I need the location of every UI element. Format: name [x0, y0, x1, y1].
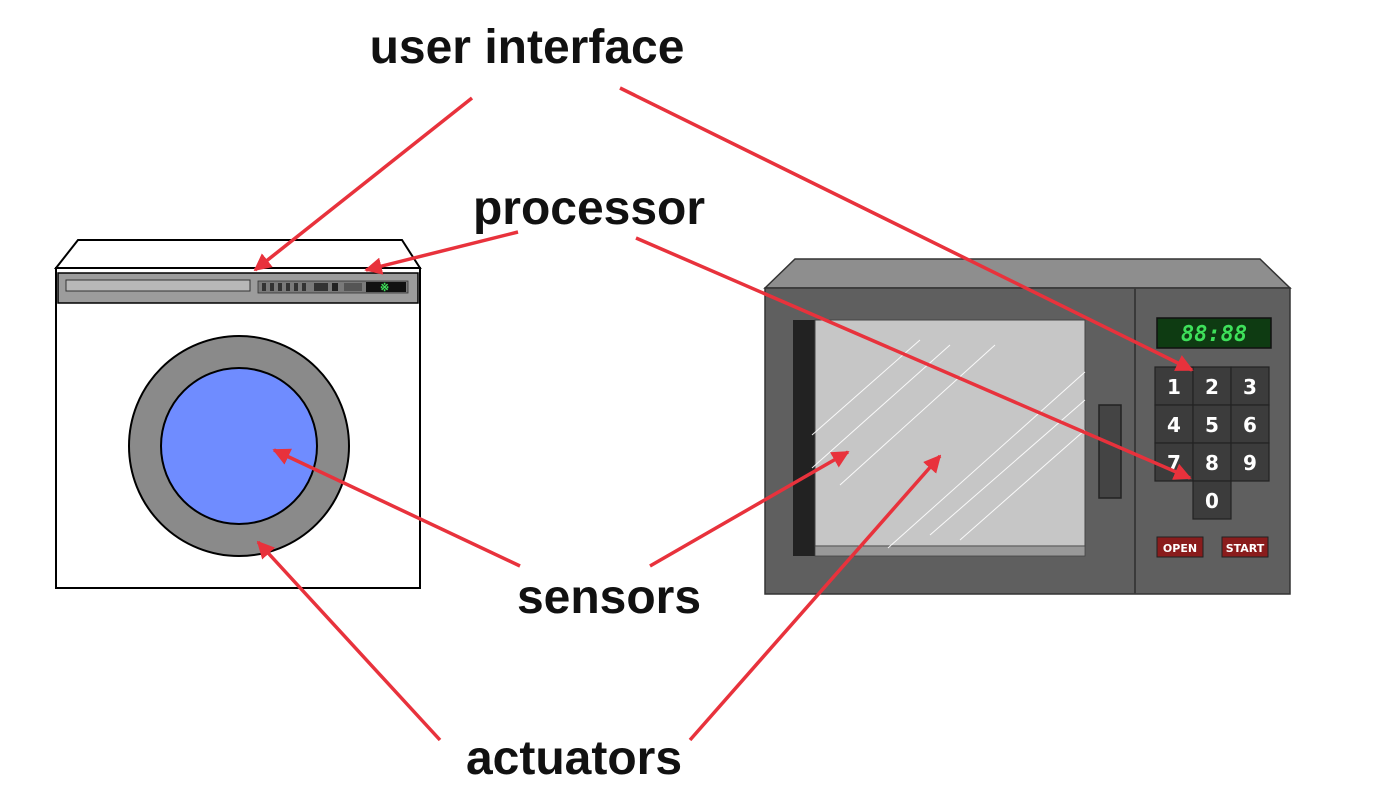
key-label-6: 6: [1243, 413, 1257, 437]
label-actuators: actuators: [466, 732, 682, 785]
washing-machine: ※: [53, 239, 422, 589]
microwave-display: [1156, 317, 1272, 349]
microwave: 88:88 1 2 3 4 5 6 7 8 9 0 OPE: [763, 258, 1292, 595]
key-label-5: 5: [1205, 413, 1219, 437]
arrow-actuators-to-microwave: [688, 454, 942, 742]
microwave-door-shadow: [793, 320, 815, 556]
arrow-sensors-to-washer-drum: [272, 448, 521, 568]
key-label-1: 1: [1167, 375, 1181, 399]
microwave-display-text: 88:88: [1181, 322, 1247, 347]
key-label-9: 9: [1243, 451, 1257, 475]
label-processor: processor: [473, 182, 705, 235]
microwave-window: [814, 319, 1086, 547]
keypad-labels: 1 2 3 4 5 6 7 8 9 0: [1167, 375, 1257, 513]
arrow-ui-to-washer-panel: [253, 96, 474, 272]
key-5[interactable]: [1192, 404, 1232, 444]
key-0[interactable]: [1192, 480, 1232, 520]
key-label-4: 4: [1167, 413, 1181, 437]
key-label-2: 2: [1205, 375, 1219, 399]
open-button-label: OPEN: [1163, 542, 1197, 555]
start-button-label: START: [1226, 542, 1265, 555]
washer-top-lid: [53, 239, 422, 269]
arrow-processor-to-washer: [364, 230, 519, 275]
key-label-3: 3: [1243, 375, 1257, 399]
svg-text:※: ※: [380, 281, 389, 294]
open-button[interactable]: [1156, 536, 1204, 558]
arrow-processor-to-microwave: [635, 236, 1192, 480]
key-label-8: 8: [1205, 451, 1219, 475]
microwave-top: [763, 258, 1292, 289]
label-user-interface: user interface: [370, 21, 685, 74]
key-9[interactable]: [1230, 442, 1270, 482]
washer-control-buttons: ※: [257, 280, 409, 294]
microwave-door-handle[interactable]: [1098, 404, 1122, 499]
arrow-sensors-to-microwave: [649, 450, 850, 568]
start-button[interactable]: [1221, 536, 1269, 558]
arrow-ui-to-microwave-keypad: [619, 86, 1194, 372]
key-6[interactable]: [1230, 404, 1270, 444]
arrows: [253, 86, 1194, 742]
label-sensors: sensors: [517, 571, 701, 624]
arrow-actuators-to-washer-ring: [256, 540, 442, 742]
washer-drum-glass: [160, 367, 318, 525]
key-label-0: 0: [1205, 489, 1219, 513]
key-8[interactable]: [1192, 442, 1232, 482]
washer-detergent-drawer: [65, 279, 251, 292]
key-4[interactable]: [1154, 404, 1194, 444]
